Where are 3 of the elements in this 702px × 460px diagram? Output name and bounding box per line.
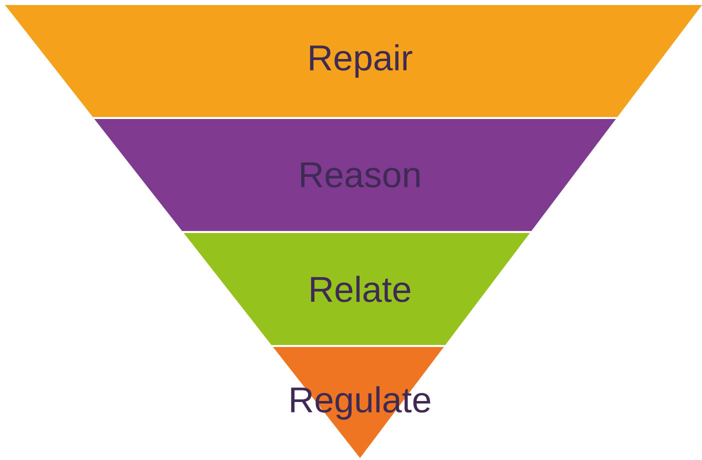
funnel-band: Repair [5, 5, 702, 117]
funnel-band: Reason [94, 118, 616, 231]
funnel-band: Relate [184, 232, 530, 345]
